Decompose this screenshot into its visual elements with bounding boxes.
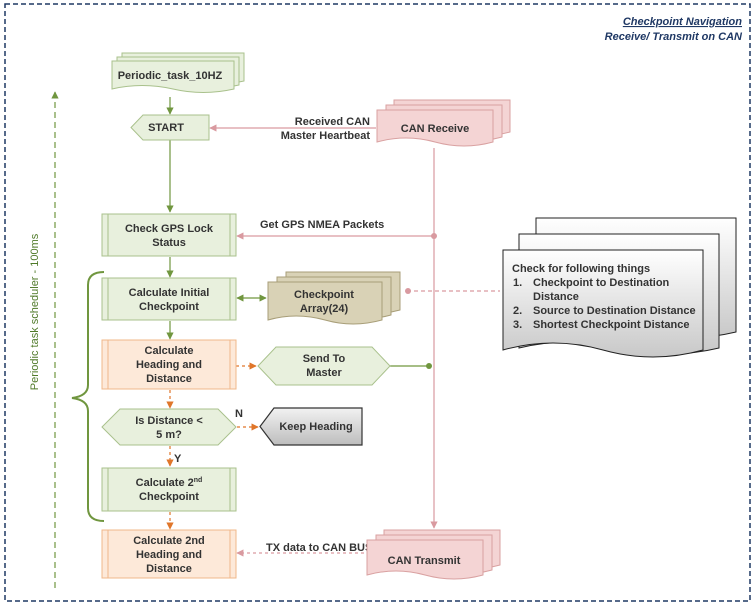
label-no: N xyxy=(235,408,243,420)
svg-text:Is Distance <: Is Distance < xyxy=(135,415,203,427)
label-received-can-2: Master Heartbeat xyxy=(281,130,371,142)
svg-text:CAN Transmit: CAN Transmit xyxy=(388,555,461,567)
svg-text:Checkpoint: Checkpoint xyxy=(294,289,354,301)
svg-text:Master: Master xyxy=(306,367,342,379)
node-keep-heading: Keep Heading xyxy=(259,407,363,446)
node-start: START xyxy=(130,114,210,141)
node-can-receive: CAN Receive xyxy=(376,99,511,147)
svg-text:Periodic_task_10HZ: Periodic_task_10HZ xyxy=(118,70,223,82)
note-item-2-line1: Source to Destination Distance xyxy=(533,305,696,317)
svg-text:Checkpoint: Checkpoint xyxy=(139,301,199,313)
loop-brace xyxy=(71,271,105,522)
svg-text:CAN Receive: CAN Receive xyxy=(401,123,469,135)
label-received-can-1: Received CAN xyxy=(295,116,370,128)
note-item-1-num: 1. xyxy=(513,277,522,289)
svg-text:5 m?: 5 m? xyxy=(156,429,182,441)
svg-text:Send To: Send To xyxy=(303,353,346,365)
svg-text:Distance: Distance xyxy=(146,563,192,575)
junction-send xyxy=(426,363,432,369)
note-item-2-num: 2. xyxy=(513,305,522,317)
node-checkpoint-array: Checkpoint Array(24) xyxy=(267,271,401,325)
node-calc-second: Calculate 2nd Checkpoint xyxy=(101,467,237,512)
diagram-title: Checkpoint Navigation xyxy=(623,16,742,28)
note-item-1-line2: Distance xyxy=(533,291,579,303)
note-checks: Check for following things 1. Checkpoint… xyxy=(502,217,737,358)
node-check-gps: Check GPS Lock Status xyxy=(101,213,237,257)
svg-text:Calculate Initial: Calculate Initial xyxy=(129,287,210,299)
note-heading: Check for following things xyxy=(512,263,650,275)
node-calc-2nd-heading: Calculate 2nd Heading and Distance xyxy=(101,529,237,579)
svg-text:Keep Heading: Keep Heading xyxy=(279,421,352,433)
node-periodic-task: Periodic_task_10HZ xyxy=(111,52,245,93)
svg-text:Status: Status xyxy=(152,237,186,249)
svg-text:Calculate 2nd: Calculate 2nd xyxy=(136,477,203,489)
junction-note xyxy=(405,288,411,294)
node-calc-heading: Calculate Heading and Distance xyxy=(101,339,237,390)
junction-gps xyxy=(431,233,437,239)
label-get-gps: Get GPS NMEA Packets xyxy=(260,219,384,231)
svg-text:START: START xyxy=(148,122,184,134)
node-send-master: Send To Master xyxy=(257,346,391,386)
svg-text:Calculate: Calculate xyxy=(145,345,194,357)
note-item-1-line1: Checkpoint to Destination xyxy=(533,277,670,289)
node-is-distance: Is Distance < 5 m? xyxy=(101,408,237,446)
svg-text:Check GPS Lock: Check GPS Lock xyxy=(125,223,214,235)
frame-border xyxy=(4,3,751,602)
label-tx-data: TX data to CAN BUS xyxy=(266,542,372,554)
svg-text:Array(24): Array(24) xyxy=(300,303,349,315)
diagram-subtitle: Receive/ Transmit on CAN xyxy=(605,31,743,43)
svg-text:Heading and: Heading and xyxy=(136,549,202,561)
svg-text:Distance: Distance xyxy=(146,373,192,385)
note-item-3-num: 3. xyxy=(513,319,522,331)
node-calc-initial: Calculate Initial Checkpoint xyxy=(101,277,237,321)
svg-text:Calculate 2nd: Calculate 2nd xyxy=(133,535,205,547)
svg-text:Heading and: Heading and xyxy=(136,359,202,371)
label-yes: Y xyxy=(174,453,182,465)
note-item-3-line1: Shortest Checkpoint Distance xyxy=(533,319,689,331)
scheduler-label: Periodic task scheduler - 100ms xyxy=(29,233,41,390)
node-can-transmit: CAN Transmit xyxy=(366,529,501,580)
svg-text:Checkpoint: Checkpoint xyxy=(139,491,199,503)
